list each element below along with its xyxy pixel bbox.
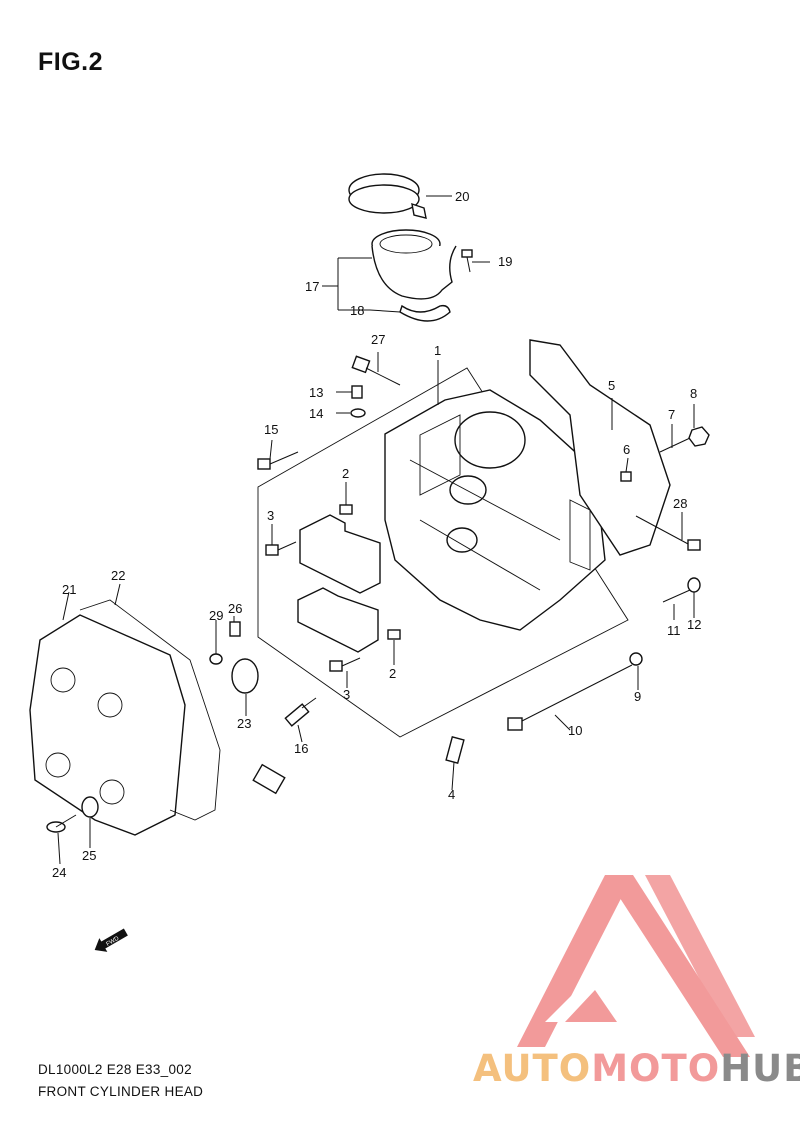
- part-bolt-24: [46, 814, 77, 833]
- part-cover-gasket-22: [79, 599, 221, 821]
- callout-22: 22: [111, 568, 125, 583]
- callout-27: 27: [371, 332, 385, 347]
- callout-11: 11: [667, 623, 681, 638]
- callout-10: 10: [568, 723, 582, 738]
- callout-23: 23: [237, 716, 251, 731]
- callout-6: 6: [623, 442, 630, 457]
- brand-part-hub: HUB: [720, 1047, 800, 1090]
- callout-2-lower: 2: [389, 666, 396, 681]
- part-gasket-5: [529, 339, 671, 556]
- part-dowel-26: [229, 621, 241, 637]
- callout-28: 28: [673, 496, 687, 511]
- part-washer-25: [81, 796, 99, 818]
- part-bolt-13: [351, 385, 363, 399]
- part-cam-holder-lower: [297, 587, 379, 653]
- part-bolt-27: [351, 355, 401, 386]
- part-washer-12: [687, 577, 701, 593]
- callout-1: 1: [434, 343, 441, 358]
- part-bolt-head-10: [507, 717, 523, 731]
- part-stud-11: [662, 589, 691, 603]
- callout-3-lower: 3: [343, 687, 350, 702]
- callout-18: 18: [350, 303, 364, 318]
- callout-19: 19: [498, 254, 512, 269]
- part-bolt-15: [257, 451, 299, 470]
- callout-13: 13: [309, 385, 323, 400]
- callout-labels: 20 19 17 18 27 1 5 8 13 14 7 6 15 2 28 3…: [52, 189, 701, 880]
- callout-4: 4: [448, 787, 455, 802]
- watermark-logo-icon: [517, 875, 755, 1057]
- part-screw-19: [461, 249, 473, 273]
- callout-29: 29: [209, 608, 223, 623]
- part-dowel-2: [339, 504, 353, 515]
- model-code: DL1000L2 E28 E33_002: [38, 1062, 192, 1077]
- part-plug-cap: [252, 763, 286, 795]
- callout-3: 3: [267, 508, 274, 523]
- callout-21: 21: [62, 582, 76, 597]
- callout-24: 24: [52, 865, 66, 880]
- callout-5: 5: [608, 378, 615, 393]
- section-name: FRONT CYLINDER HEAD: [38, 1084, 204, 1099]
- part-washer-14: [350, 408, 366, 418]
- part-ring-29: [209, 653, 223, 665]
- part-clamp-20: [348, 173, 427, 219]
- part-dowel-6: [620, 471, 632, 482]
- callout-20: 20: [455, 189, 469, 204]
- callout-25: 25: [82, 848, 96, 863]
- callout-12: 12: [687, 617, 701, 632]
- part-bolt-28: [635, 515, 701, 551]
- part-long-bolt-10: [519, 664, 633, 723]
- fwd-arrow-icon: FWD: [94, 928, 128, 952]
- part-seal-23: [231, 658, 259, 694]
- callout-17: 17: [305, 279, 319, 294]
- watermark-brand: AUTOMOTOHUB: [473, 1047, 800, 1090]
- callout-15: 15: [264, 422, 278, 437]
- callout-7: 7: [668, 407, 675, 422]
- part-cam-holder-upper: [299, 514, 381, 594]
- leader-lines: [57, 195, 695, 865]
- part-washer-9: [629, 652, 643, 666]
- part-head-cover-21: [29, 614, 186, 836]
- callout-9: 9: [634, 689, 641, 704]
- part-spark-plug-16: [284, 697, 317, 727]
- callout-16: 16: [294, 741, 308, 756]
- brand-part-moto: MOTO: [591, 1047, 721, 1090]
- part-intake-pipe-17: [371, 229, 457, 300]
- figure-title: FIG.2: [38, 48, 104, 76]
- callout-14: 14: [309, 406, 323, 421]
- brand-part-auto: AUTO: [473, 1047, 592, 1090]
- part-dowel-4: [445, 735, 465, 765]
- part-bolt-3: [265, 541, 297, 556]
- part-dowel-2-lower: [387, 629, 401, 640]
- part-stud-7: [659, 437, 691, 453]
- callout-2: 2: [342, 466, 349, 481]
- part-oring-18: [399, 304, 451, 322]
- callout-26: 26: [228, 601, 242, 616]
- part-cylinder-head-1: [384, 389, 606, 631]
- part-bolt-3-lower: [329, 657, 361, 672]
- assembly-frame: [257, 367, 629, 738]
- callout-8: 8: [690, 386, 697, 401]
- part-nut-8: [688, 426, 710, 447]
